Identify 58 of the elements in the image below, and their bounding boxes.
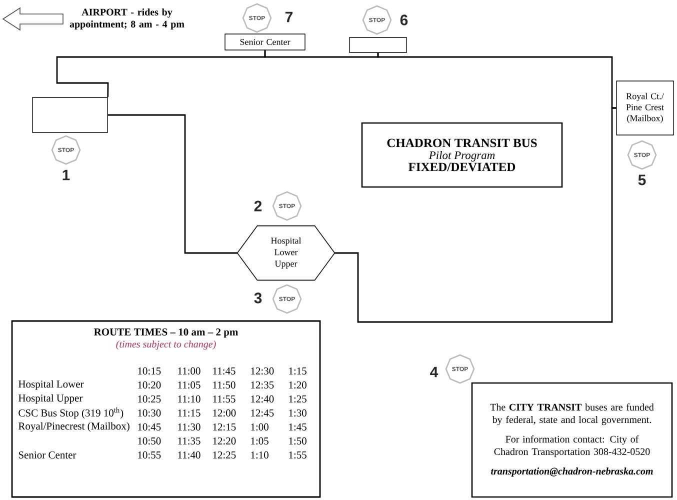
table-cell: 11:10 <box>178 395 200 403</box>
table-cell: 1:55 <box>289 451 306 459</box>
table-cell: 12:25 <box>213 451 236 459</box>
table-cell: 12:45 <box>251 409 274 417</box>
table-cell: Hospital Upper <box>18 394 83 404</box>
table-cell: 10:45 <box>138 423 161 431</box>
table-cell: 1:00 <box>251 423 268 431</box>
table-cell: 1:05 <box>251 437 268 445</box>
store-box <box>349 37 407 53</box>
table-cell: 12:00 <box>213 409 236 417</box>
table-cell: 10:20 <box>138 381 161 389</box>
table-cell: 1:15 <box>289 367 306 375</box>
stop-number: 1 <box>62 170 70 180</box>
table-cell: 1:45 <box>289 423 306 431</box>
table-cell: 10:25 <box>138 395 161 403</box>
airport-note: AIRPORT - rides by appointment; 8 am - 4 pm <box>70 8 184 30</box>
table-cell: 12:35 <box>251 381 274 389</box>
table-cell: Hospital Lower <box>18 380 84 390</box>
stop-name-box: Royal Ct./ Pine Crest (Mailbox) <box>616 80 674 136</box>
table-cell: 11:50 <box>213 381 236 389</box>
stop-number: 7 <box>285 12 293 22</box>
table-cell: 11:40 <box>178 451 200 459</box>
stop-number: 6 <box>400 14 408 26</box>
info-box: The CITY TRANSIT buses are funded by federal, state and local government. For information contact: City of Chadron Transportation 308-432-0520 transportation@chadron-nebraska.com <box>471 382 673 498</box>
table-cell: 1:50 <box>289 437 306 445</box>
route-line <box>264 50 379 58</box>
table-cell: 11:30 <box>178 423 200 431</box>
table-cell: Royal/Pinecrest (Mailbox) <box>18 422 130 432</box>
table-cell: 11:35 <box>178 437 200 445</box>
table-cell: 10:55 <box>138 451 161 459</box>
table-cell: 11:00 <box>178 367 200 375</box>
table-cell: Senior Center <box>18 451 76 459</box>
title-box: CHADRON TRANSIT BUS Pilot Program FIXED/DEVIATED <box>361 122 563 188</box>
table-cell: 12:20 <box>213 437 236 445</box>
table-cell: 1:25 <box>289 395 306 403</box>
stop-number: 2 <box>254 200 262 212</box>
table-cell: 1:10 <box>251 451 268 459</box>
store-box <box>32 97 108 133</box>
table-cell: 12:15 <box>213 423 236 431</box>
table-cell: CSC Bus Stop (319 10$^{th}$) <box>18 407 124 419</box>
table-cell: 11:55 <box>213 395 236 403</box>
table-cell: 10:15 <box>138 367 161 375</box>
table-cell: 12:30 <box>251 367 274 375</box>
table-cell: 11:15 <box>178 409 200 417</box>
table-cell: 10:30 <box>138 409 161 417</box>
stop-number: 4 <box>430 366 438 378</box>
route-line <box>56 50 266 98</box>
table-cell: 11:05 <box>178 381 200 389</box>
table-cell: 1:20 <box>289 381 306 389</box>
stop-number: 5 <box>638 174 646 186</box>
stop-name-box: Senior Center <box>224 34 306 50</box>
hospital-hexagon: Hospital Lower Upper <box>236 225 336 281</box>
table-cell: 11:45 <box>213 367 236 375</box>
table-cell: 10:50 <box>138 437 161 445</box>
table-cell: 12:40 <box>251 395 274 403</box>
stop-number: 3 <box>254 292 262 304</box>
table-cell: 1:30 <box>289 409 306 417</box>
route-line <box>108 114 238 254</box>
